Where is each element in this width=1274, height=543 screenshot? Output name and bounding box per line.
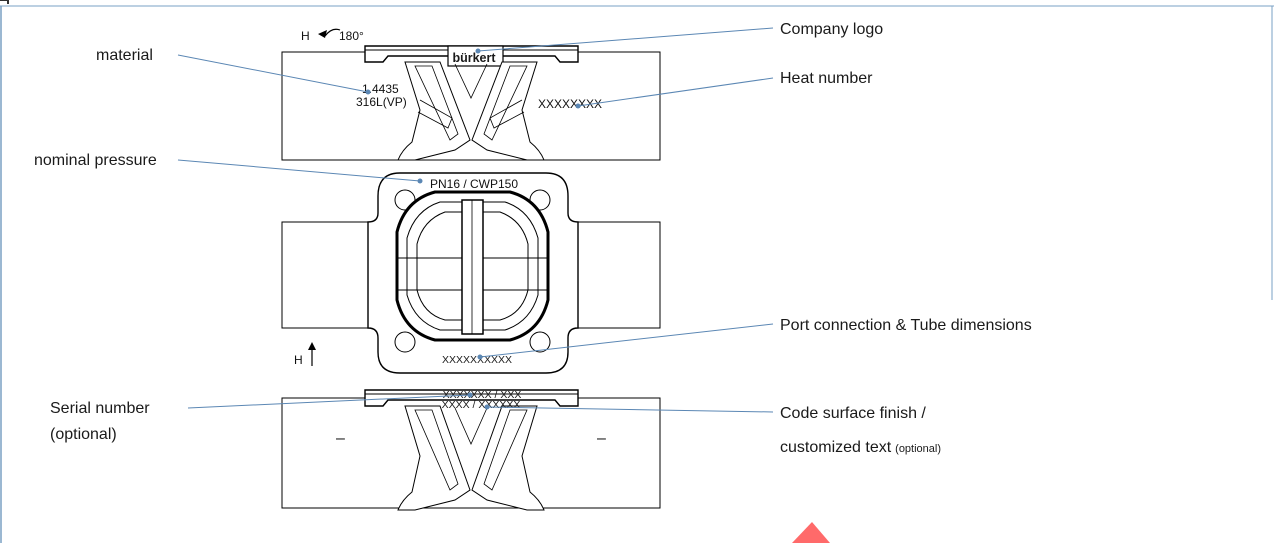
rotation-arrow-icon: [324, 28, 341, 37]
leader-port-connection: [479, 323, 774, 358]
heat-code-marking: XXXXXXXX: [538, 97, 602, 111]
dash-left-marking: –: [336, 430, 345, 447]
label-material: material: [96, 47, 153, 64]
brand-marking: bürkert: [452, 51, 496, 65]
label-port-connection: Port connection & Tube dimensions: [780, 317, 1032, 334]
bottom-h-label: H: [294, 353, 303, 367]
material-code-marking: 1.4435: [362, 82, 399, 96]
corner-mark: [0, 0, 9, 4]
top-left-wing: [397, 61, 471, 161]
bottom-left-wing: [397, 405, 471, 511]
rotation-angle-label: 180°: [339, 29, 364, 43]
serial-code-marking: XXXXXXX / XXX: [443, 389, 522, 401]
port-code-marking: XXXXXXXXXX: [442, 354, 512, 366]
material-grade-marking: 316L(VP): [356, 95, 407, 109]
pressure-marking: PN16 / CWP150: [430, 177, 518, 191]
leader-lines: [177, 27, 774, 413]
top-tube-body: [281, 51, 661, 161]
callout-labels: material nominal pressure Serial number …: [34, 21, 1032, 456]
red-accent-mark: [792, 522, 830, 543]
bottom-tube-body: [281, 397, 661, 509]
leader-material: [177, 54, 369, 93]
leader-heat-number: [577, 77, 774, 107]
label-customized-text-main: customized text: [780, 439, 892, 456]
label-nominal-pressure: nominal pressure: [34, 152, 157, 169]
leader-company-logo: [477, 27, 774, 52]
label-serial-optional: (optional): [50, 426, 117, 443]
label-serial-number: Serial number: [50, 400, 150, 417]
rotation-h-label: H: [301, 29, 310, 43]
label-customized-text-optional: (optional): [895, 443, 941, 455]
bottom-valve-view: XXXXXXX / XXX XXXX / XXXXXX – –: [281, 389, 661, 511]
top-valve-view: H 180° bürkert 1.4435 316L(VP) XXXXXXXX: [281, 28, 661, 161]
label-code-surface-finish: Code surface finish /: [780, 405, 926, 422]
leader-serial: [187, 394, 471, 409]
leader-code-surface: [486, 406, 774, 413]
top-right-wing: [471, 61, 545, 161]
bonnet-center-rib: [461, 199, 484, 335]
top-logo-plate: [447, 45, 504, 67]
middle-valve-view: PN16 / CWP150 XXXXXXXXXX H: [281, 172, 661, 374]
bottom-right-wing: [471, 405, 545, 511]
dash-right-marking: –: [597, 430, 606, 447]
label-company-logo: Company logo: [780, 21, 883, 38]
bolt-hole-bottom-right: [529, 331, 551, 353]
leader-pressure: [177, 159, 421, 182]
label-heat-number: Heat number: [780, 70, 873, 87]
label-customized-text: customized text(optional): [780, 439, 941, 456]
bolt-hole-bottom-left: [394, 331, 416, 353]
finish-code-marking: XXXX / XXXXXX: [442, 399, 521, 411]
